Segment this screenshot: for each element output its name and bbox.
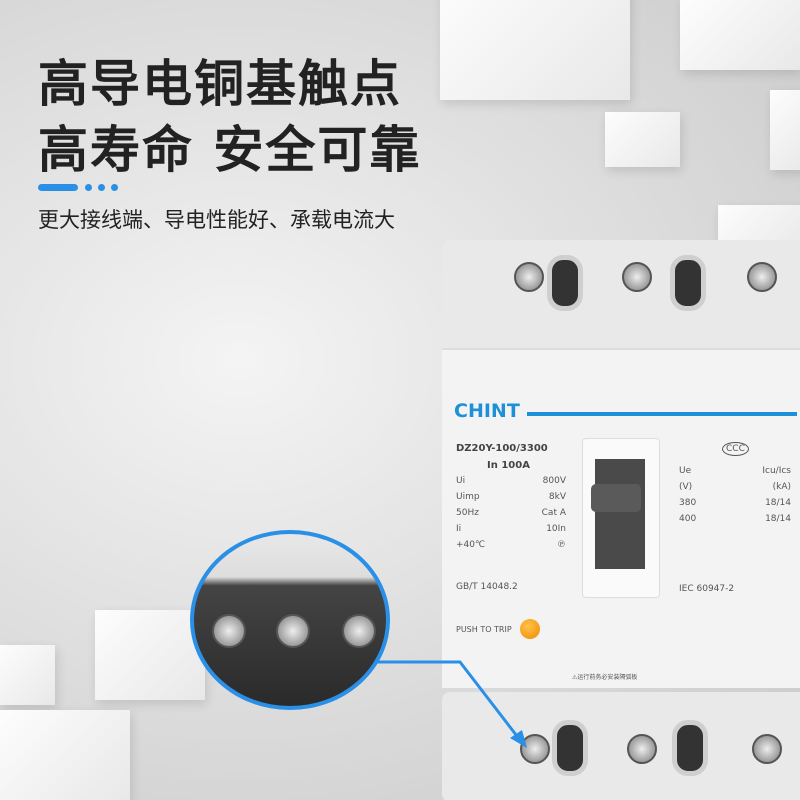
screw-icon xyxy=(520,734,550,764)
decor-cube xyxy=(95,610,205,700)
decor-cube xyxy=(605,112,680,167)
screw-icon xyxy=(747,262,777,292)
accent-dot xyxy=(98,184,105,191)
spec-label: Ue xyxy=(679,466,692,476)
terminal-slot xyxy=(547,255,583,311)
spec-value: 18/14 xyxy=(765,498,791,508)
spec-value: 800V xyxy=(542,476,566,486)
subtitle: 更大接线端、导电性能好、承载电流大 xyxy=(38,208,395,232)
brand-stripe xyxy=(527,412,797,416)
standard-left: GB/T 14048.2 xyxy=(456,582,518,592)
screw-icon xyxy=(627,734,657,764)
rating: In 100A xyxy=(487,460,530,471)
screw-icon xyxy=(514,262,544,292)
decor-cube xyxy=(680,0,800,70)
headline-line2: 高寿命 安全可靠 xyxy=(38,121,422,179)
spec-label: Ui xyxy=(456,476,466,486)
screw-icon xyxy=(276,614,310,648)
right-specs: Ue Icu/Ics (V) (kA) 380 18/14 400 18/14 xyxy=(679,466,791,530)
toggle-handle[interactable] xyxy=(591,484,641,512)
breaker-face: CHINT DZ20Y-100/3300 In 100A Ui 800V Uimp… xyxy=(442,348,800,688)
spec-value: ℗ xyxy=(557,540,566,550)
brand-logo: CHINT xyxy=(454,400,520,422)
push-to-trip-label: PUSH TO TRIP xyxy=(456,625,512,634)
top-terminals xyxy=(442,240,800,350)
spec-value: 8kV xyxy=(548,492,566,502)
spec-label: Icu/Ics xyxy=(762,466,791,476)
spec-value: 400 xyxy=(679,514,697,524)
circuit-breaker: CHINT DZ20Y-100/3300 In 100A Ui 800V Uimp… xyxy=(442,200,800,800)
decor-cube xyxy=(0,710,130,800)
left-specs: Ui 800V Uimp 8kV 50Hz Cat A Ii 10In +40℃ ℗ xyxy=(456,476,566,556)
screw-icon xyxy=(752,734,782,764)
screw-icon xyxy=(622,262,652,292)
trip-button[interactable] xyxy=(520,619,540,639)
model-number: DZ20Y-100/3300 xyxy=(456,443,548,454)
accent-dot xyxy=(111,184,118,191)
terminal-slot xyxy=(552,720,588,776)
spec-label: Uimp xyxy=(456,492,480,502)
spec-value: Cat A xyxy=(541,508,566,518)
screw-icon xyxy=(342,614,376,648)
accent-bar xyxy=(38,184,78,191)
spec-label: +40℃ xyxy=(456,540,486,550)
spec-value: 10In xyxy=(546,524,566,534)
spec-label: (V) xyxy=(679,482,693,492)
headline-line1: 高导电铜基触点 xyxy=(38,55,402,113)
spec-value: 18/14 xyxy=(765,514,791,524)
terminal-slot xyxy=(670,255,706,311)
terminal-closeup xyxy=(190,530,390,710)
toggle-housing xyxy=(582,438,660,598)
accent-dot xyxy=(85,184,92,191)
decor-cube xyxy=(440,0,630,100)
decor-cube xyxy=(0,645,55,705)
ccc-mark: CCC xyxy=(722,442,749,456)
spec-label: (kA) xyxy=(772,482,791,492)
spec-label: Ii xyxy=(456,524,462,534)
bottom-terminals xyxy=(442,692,800,800)
screw-icon xyxy=(212,614,246,648)
warning-text: ⚠运行前务必安装隔弧板 xyxy=(572,674,638,681)
toggle-slot xyxy=(595,459,645,569)
terminal-slot xyxy=(672,720,708,776)
spec-value: 380 xyxy=(679,498,697,508)
decor-cube xyxy=(770,90,800,170)
standard-right: IEC 60947-2 xyxy=(679,584,735,594)
spec-label: 50Hz xyxy=(456,508,479,518)
